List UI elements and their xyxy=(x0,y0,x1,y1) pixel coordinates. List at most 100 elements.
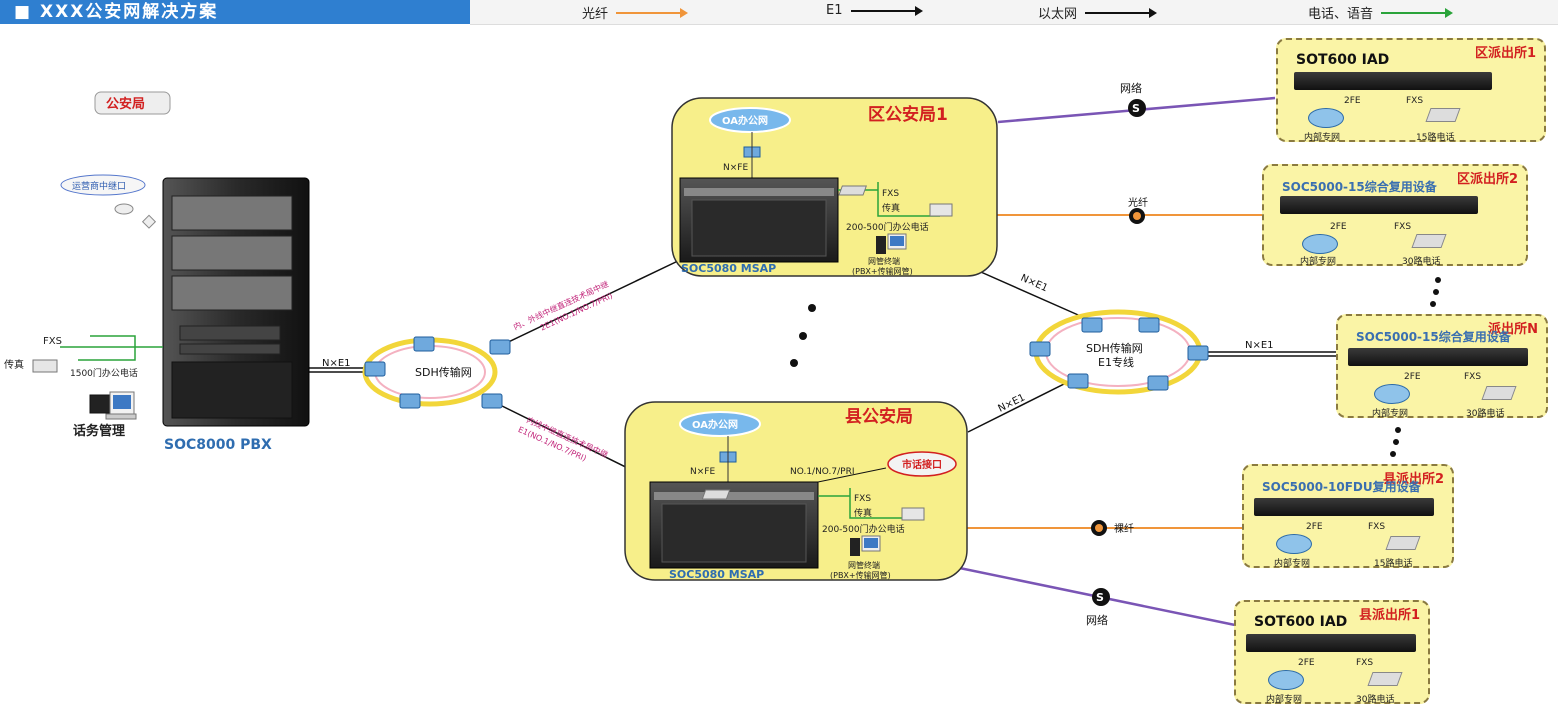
sdh-district-link xyxy=(499,259,681,347)
station-device-rack xyxy=(1294,72,1492,90)
district-fxs-label: FXS xyxy=(882,189,899,199)
county-pstn-line xyxy=(817,467,887,483)
net1-label: 网络 xyxy=(1120,81,1142,95)
district-name: 区公安局1 xyxy=(868,104,948,125)
station-fxs: FXS xyxy=(1394,222,1412,232)
county-name: 县公安局 xyxy=(845,406,913,427)
station-name: 区派出所2 xyxy=(1456,172,1518,187)
sdh-right-sub: E1专线 xyxy=(1098,355,1134,369)
legend-phone-label: 电话、语音 xyxy=(1308,7,1374,22)
station-device-rack xyxy=(1254,498,1434,516)
page-title: ■ XXX公安网解决方案 xyxy=(0,0,470,24)
station-phones: 15路电话 xyxy=(1416,133,1455,143)
district-oa-cloud xyxy=(709,107,791,133)
county-oa-label: OA办公网 xyxy=(692,418,738,431)
hq-badge-box xyxy=(94,91,171,115)
legend-ethernet-label: 以太网 xyxy=(1038,7,1078,22)
hq-phones-label: 1500门办公电话 xyxy=(70,367,138,379)
lan-cloud-icon xyxy=(1374,384,1410,404)
hq-fxs-label: FXS xyxy=(43,336,62,347)
district-nms-computer-icon xyxy=(876,233,907,254)
station-device: SOC5000-10FDU复用设备 xyxy=(1262,480,1421,494)
legend-e1: E1 xyxy=(826,3,923,18)
district-fax-label: 传真 xyxy=(882,202,900,214)
county-msap-chassis xyxy=(649,481,819,569)
station-device: SOC5000-15综合复用设备 xyxy=(1356,330,1511,344)
ellipsis-dot xyxy=(1435,277,1441,283)
station-lan: 内部专网 xyxy=(1274,559,1311,569)
district-sdh2-link xyxy=(964,264,1086,319)
legend-phone-line xyxy=(1381,7,1454,18)
legend: 光纤 E1 以太网 电话、语音 xyxy=(470,0,1558,25)
legend-e1-label: E1 xyxy=(826,3,843,18)
district-msap-chassis xyxy=(679,177,839,263)
legend-fiber: 光纤 xyxy=(582,3,689,22)
network-s-icon-2 xyxy=(1092,588,1110,606)
station-fe: 2FE xyxy=(1404,372,1421,382)
cloud-bubble-1 xyxy=(114,203,134,215)
county-nfe-label: N×FE xyxy=(690,467,715,477)
station-2: 区派出所2 SOC5000-15综合复用设备 2FE FXS 内部专网 30路电… xyxy=(1262,164,1528,267)
station-phones: 30路电话 xyxy=(1356,695,1395,705)
phone-icon xyxy=(1411,234,1447,248)
station-fe: 2FE xyxy=(1344,96,1361,106)
station-name: 区派出所1 xyxy=(1474,46,1536,61)
lan-cloud-icon xyxy=(1276,534,1312,554)
legend-e1-line xyxy=(850,5,923,16)
legend-phone: 电话、语音 xyxy=(1308,3,1454,22)
county-oa-cloud xyxy=(679,411,761,437)
station-device: SOC5000-15综合复用设备 xyxy=(1282,180,1437,194)
station-fe: 2FE xyxy=(1330,222,1347,232)
link-lower-label: 内线中继直连技术局中继 E1(NO.1/NO.7/PRI) xyxy=(517,415,610,463)
county-fax-label: 传真 xyxy=(854,507,872,519)
county-sdh-label-group: N×E1 xyxy=(996,392,1026,414)
cloud-bubble-2 xyxy=(141,214,157,229)
ellipsis-dot xyxy=(1433,289,1439,295)
carrier-cloud-label: 运营商中继口 xyxy=(72,180,126,192)
fiber-icon-core xyxy=(1133,212,1141,220)
station-fxs: FXS xyxy=(1406,96,1424,106)
station-phones: 30路电话 xyxy=(1466,409,1505,419)
district-nms-label: 网管终端 xyxy=(868,256,900,266)
station-n: 派出所N SOC5000-15综合复用设备 2FE FXS 内部专网 30路电话 xyxy=(1336,314,1548,419)
station-lan: 内部专网 xyxy=(1266,695,1303,705)
county-pstn-label: NO.1/NO.7/PRI xyxy=(790,467,854,477)
ellipsis-dot xyxy=(1395,427,1401,433)
legend-fiber-line xyxy=(616,7,689,18)
network-s-glyph-2: S xyxy=(1096,591,1104,604)
legend-fiber-label: 光纤 xyxy=(582,7,609,22)
sdh-right-label: SDH传输网 xyxy=(1086,341,1143,355)
phone-icon xyxy=(1385,536,1421,550)
district-device-label: SOC5080 MSAP xyxy=(681,262,776,275)
district-phone-line-2 xyxy=(877,182,940,217)
county-pstn-cloud xyxy=(887,451,957,477)
console-computer-icon xyxy=(89,391,137,420)
county-device-label: SOC5080 MSAP xyxy=(669,568,764,581)
lan-cloud-icon xyxy=(1308,108,1344,128)
station-name: 派出所N xyxy=(1488,322,1538,337)
hq-phone-group xyxy=(32,335,163,373)
hq-pbx-rack xyxy=(162,177,310,427)
district-phone-icon xyxy=(838,185,867,196)
station-device: SOT600 IAD xyxy=(1254,614,1348,630)
county-nms-sub: (PBX+传输网管) xyxy=(830,570,891,580)
ethernet-link-2 xyxy=(944,563,1236,627)
district-nms-sub: (PBX+传输网管) xyxy=(852,266,913,276)
legend-ethernet: 以太网 xyxy=(1038,3,1158,22)
county-fxs-label: FXS xyxy=(854,494,871,504)
sdh-left-label: SDH传输网 xyxy=(415,365,472,379)
phone-icon xyxy=(1367,672,1403,686)
ellipsis-dot xyxy=(790,359,798,367)
net2-label: 网络 xyxy=(1086,613,1108,627)
district-nfe-label: N×FE xyxy=(723,163,748,173)
county-phone-line-2 xyxy=(849,488,915,519)
carrier-cloud xyxy=(60,174,146,196)
network-s-icon xyxy=(1128,99,1146,117)
lan-cloud-icon xyxy=(1302,234,1338,254)
hq-link-label: N×E1 xyxy=(322,358,351,369)
ellipsis-dot xyxy=(1393,439,1399,445)
station-county-1: 县派出所1 SOT600 IAD 2FE FXS 内部专网 30路电话 xyxy=(1234,600,1430,705)
sdh-station-link-label: N×E1 xyxy=(1245,340,1274,351)
station-fxs: FXS xyxy=(1464,372,1482,382)
